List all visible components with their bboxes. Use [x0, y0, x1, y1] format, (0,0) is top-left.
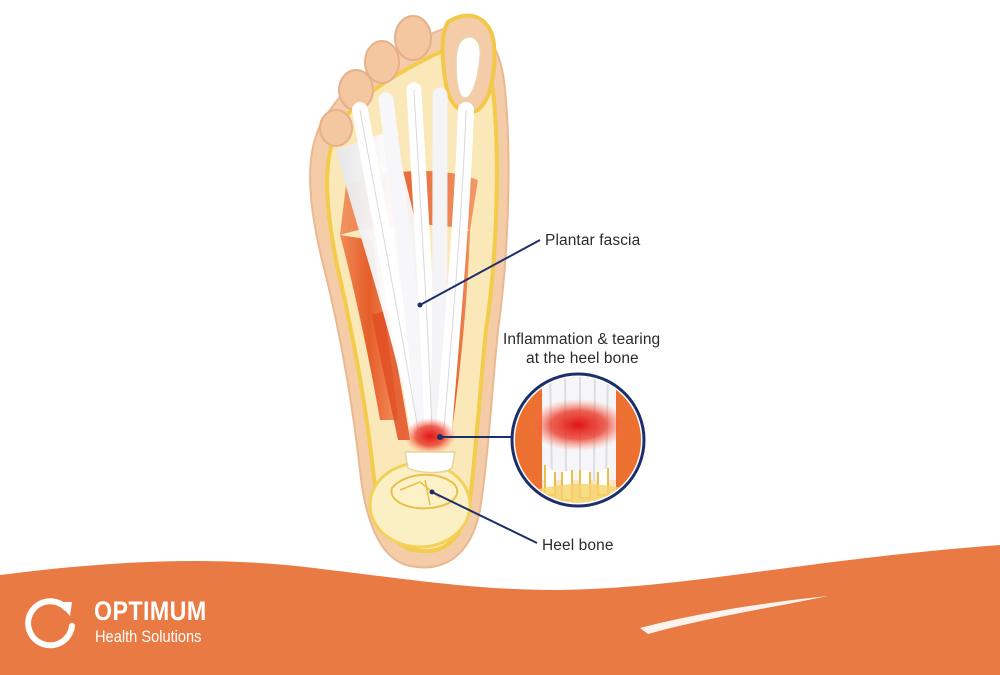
- label-inflammation-line1: Inflammation & tearing: [503, 331, 661, 348]
- brand-logo[interactable]: OPTIMUM Health Solutions: [22, 596, 232, 656]
- little-toe: [319, 109, 353, 147]
- third-toe: [364, 40, 400, 84]
- label-inflammation: Inflammation & tearing at the heel bone: [503, 330, 660, 368]
- plantar-fascia: [336, 82, 474, 438]
- label-plantar-fascia: Plantar fascia: [545, 232, 641, 249]
- circular-arrow-icon: [25, 598, 75, 649]
- toes: [319, 13, 497, 147]
- bottom-banner: [0, 545, 1000, 675]
- leader-line-plantar-fascia: [419, 239, 541, 306]
- second-toe: [394, 15, 432, 61]
- magnified-heel-view: [510, 372, 646, 508]
- leader-lines: [417, 239, 541, 544]
- leader-line-heel-bone: [431, 491, 538, 544]
- brand-subtitle: Health Solutions: [95, 627, 202, 646]
- inflammation-spot: [404, 418, 456, 454]
- brand-name: OPTIMUM: [94, 596, 207, 626]
- heel-bone: [390, 451, 459, 510]
- label-heel-bone: Heel bone: [542, 537, 614, 554]
- label-inflammation-line2: at the heel bone: [526, 350, 639, 367]
